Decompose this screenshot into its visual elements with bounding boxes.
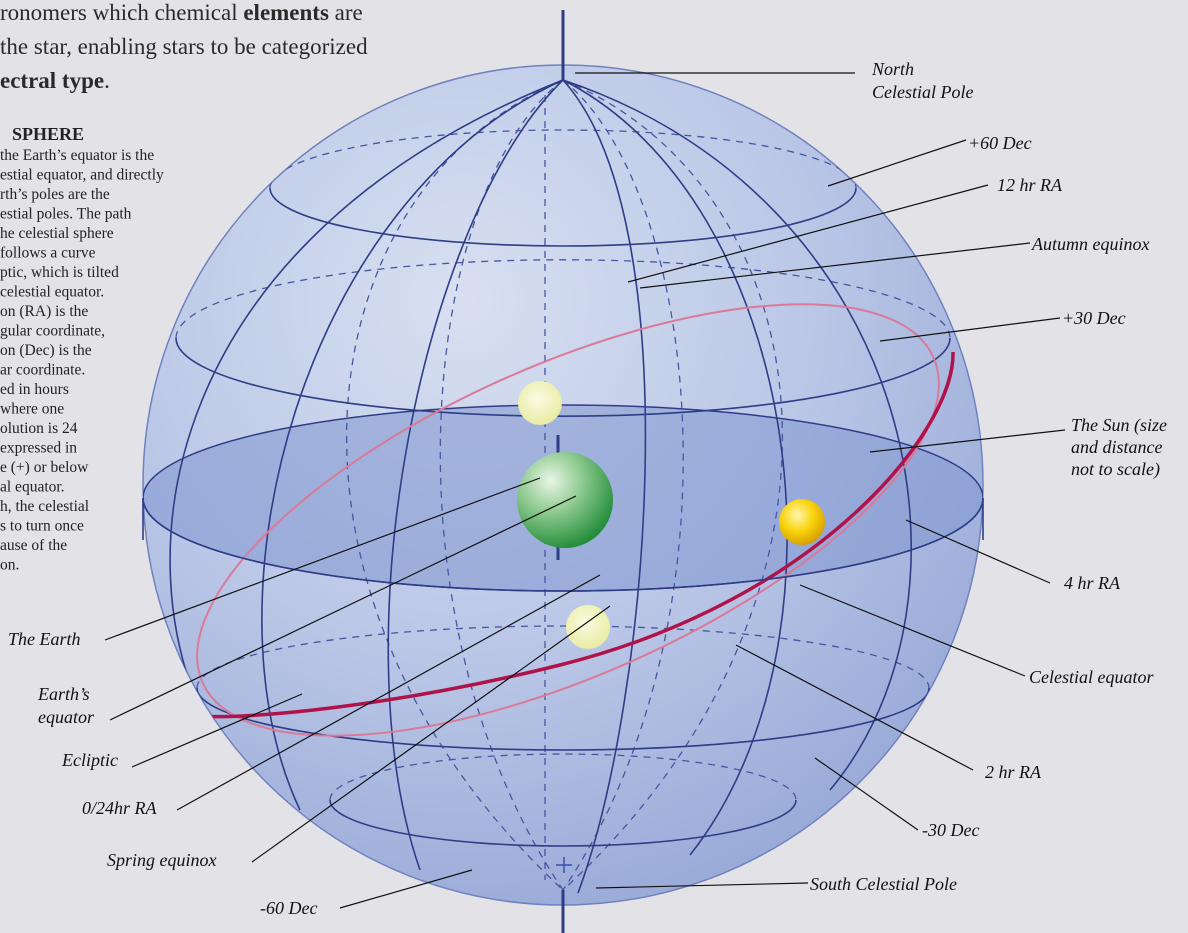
autumn-equinox-label: Autumn equinox	[1031, 234, 1149, 254]
sidebar-line: e (+) or below	[0, 459, 89, 476]
intro-paragraph: ronomers which chemical elements are the…	[0, 0, 368, 93]
sidebar-body: the Earth’s equator is the estial equator…	[0, 147, 164, 574]
sidebar-line: ed in hours	[0, 381, 69, 398]
sidebar-line: s to turn once	[0, 518, 84, 535]
sidebar-text: SPHERE the Earth’s equator is the estial …	[0, 124, 164, 574]
sidebar-line: gular coordinate,	[0, 323, 105, 340]
sidebar-line: expressed in	[0, 440, 77, 457]
sidebar-line: h, the celestial	[0, 498, 89, 515]
minus60-dec-label: -60 Dec	[260, 898, 317, 918]
spring-equinox-marker	[566, 605, 610, 649]
labels: North Celestial Pole +60 Dec 12 hr RA Au…	[8, 59, 1167, 918]
intro-line-1: ronomers which chemical elements are	[0, 0, 363, 25]
sidebar-line: on.	[0, 557, 19, 574]
ra12-label: 12 hr RA	[997, 175, 1063, 195]
ecliptic-label: Ecliptic	[61, 750, 118, 770]
ra0-label: 0/24hr RA	[82, 798, 158, 818]
sun-label-3: not to scale)	[1071, 459, 1160, 480]
ecliptic-front	[195, 351, 955, 719]
sidebar-line: where one	[0, 401, 64, 418]
sidebar-line: estial poles. The path	[0, 206, 132, 223]
earth-equator-label-2: equator	[38, 707, 95, 727]
plus30-dec-label: +30 Dec	[1062, 308, 1126, 328]
earth-label: The Earth	[8, 629, 81, 649]
sidebar-line: follows a curve	[0, 245, 96, 262]
earth-icon	[517, 452, 613, 548]
sidebar-line: al equator.	[0, 479, 65, 496]
sun-label-1: The Sun (size	[1071, 415, 1167, 436]
ra2-label: 2 hr RA	[985, 762, 1042, 782]
sidebar-line: ause of the	[0, 537, 67, 554]
ra4-label: 4 hr RA	[1064, 573, 1121, 593]
south-pole-star-icon	[556, 857, 572, 873]
autumn-equinox-marker	[518, 381, 562, 425]
earth-equator-label-1: Earth’s	[37, 684, 90, 704]
celestial-equator-label: Celestial equator	[1029, 667, 1154, 687]
sun-label-2: and distance	[1071, 437, 1163, 457]
sidebar-line: the Earth’s equator is the	[0, 147, 154, 164]
north-pole-label-1: North	[871, 59, 914, 79]
sidebar-line: rth’s poles are the	[0, 186, 110, 203]
north-pole-label-2: Celestial Pole	[872, 82, 973, 102]
spring-equinox-label: Spring equinox	[107, 850, 217, 870]
sidebar-line: ptic, which is tilted	[0, 264, 119, 281]
south-pole-label: South Celestial Pole	[810, 874, 957, 894]
sidebar-line: ar coordinate.	[0, 362, 85, 379]
earth-equator-rim	[142, 497, 984, 592]
sidebar-line: on (Dec) is the	[0, 342, 92, 359]
sun-icon	[779, 499, 825, 545]
intro-line-2: the star, enabling stars to be categoriz…	[0, 34, 368, 59]
minus30-dec-label: -30 Dec	[922, 820, 979, 840]
sidebar-line: olution is 24	[0, 420, 78, 437]
sidebar-line: estial equator, and directly	[0, 167, 164, 184]
ecliptic-back	[196, 303, 940, 737]
plus60-dec-label: +60 Dec	[968, 133, 1032, 153]
sidebar-line: on (RA) is the	[0, 303, 88, 320]
sidebar-line: he celestial sphere	[0, 225, 114, 242]
leader-lines	[104, 72, 1066, 909]
sidebar-heading: SPHERE	[12, 124, 84, 144]
celestial-sphere	[142, 10, 984, 933]
intro-line-3: ectral type.	[0, 68, 110, 93]
sidebar-line: celestial equator.	[0, 284, 104, 301]
